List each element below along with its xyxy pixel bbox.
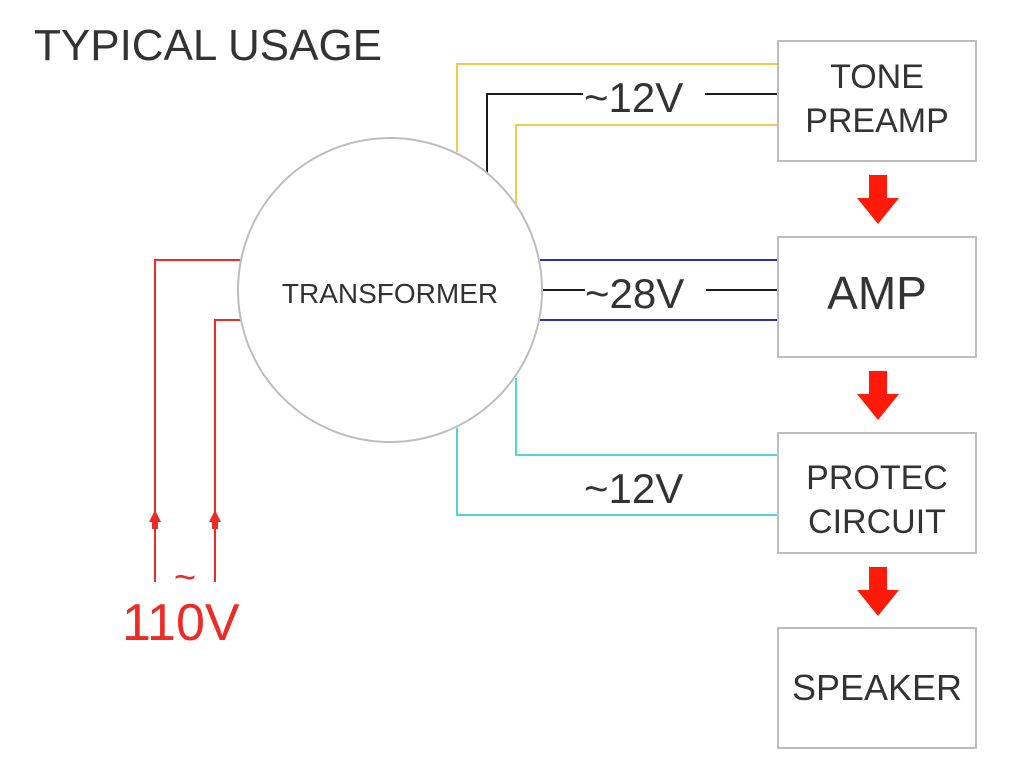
mains-arrow-left-icon bbox=[149, 510, 161, 522]
voltage-label-preamp: ~12V bbox=[584, 74, 683, 121]
wire-yellow-inner bbox=[515, 124, 778, 205]
mains-arrow-left-stem bbox=[152, 521, 158, 529]
wire-cyan-inner bbox=[515, 378, 778, 456]
diagram-title: TYPICAL USAGE bbox=[34, 21, 382, 70]
flow-arrow-down-icon bbox=[857, 371, 899, 420]
voltage-label-protect: ~12V bbox=[584, 465, 683, 512]
transformer-circle bbox=[237, 137, 543, 443]
protect-circuit-box bbox=[777, 432, 977, 554]
mains-arrow-right-stem bbox=[212, 521, 218, 529]
wire-cyan-outer bbox=[456, 428, 778, 516]
speaker-label: SPEAKER bbox=[792, 667, 962, 708]
voltage-label-amp: ~28V bbox=[585, 270, 684, 317]
speaker-box bbox=[777, 627, 977, 749]
wire-yellow-outer bbox=[456, 63, 778, 152]
transformer-label: TRANSFORMER bbox=[282, 278, 498, 309]
tone-preamp-box bbox=[777, 40, 977, 162]
flow-arrow-down-icon bbox=[857, 567, 899, 616]
mains-ac-symbol: ~ bbox=[174, 557, 196, 599]
flow-arrow-down-icon bbox=[857, 175, 899, 224]
mains-arrow-right-icon bbox=[209, 510, 221, 522]
tone-preamp-label-line1: TONE bbox=[830, 58, 924, 96]
amp-label: AMP bbox=[827, 267, 927, 319]
amp-box bbox=[777, 236, 977, 358]
wire-black-preamp-left bbox=[486, 93, 583, 176]
protect-circuit-label-line1: PROTEC bbox=[806, 459, 948, 497]
wire-red-inner bbox=[214, 319, 250, 582]
protect-circuit-label-line2: CIRCUIT bbox=[808, 503, 946, 541]
tone-preamp-label-line2: PREAMP bbox=[805, 102, 949, 140]
wire-red-outer bbox=[154, 259, 245, 582]
mains-voltage-label: 110V bbox=[122, 594, 240, 652]
